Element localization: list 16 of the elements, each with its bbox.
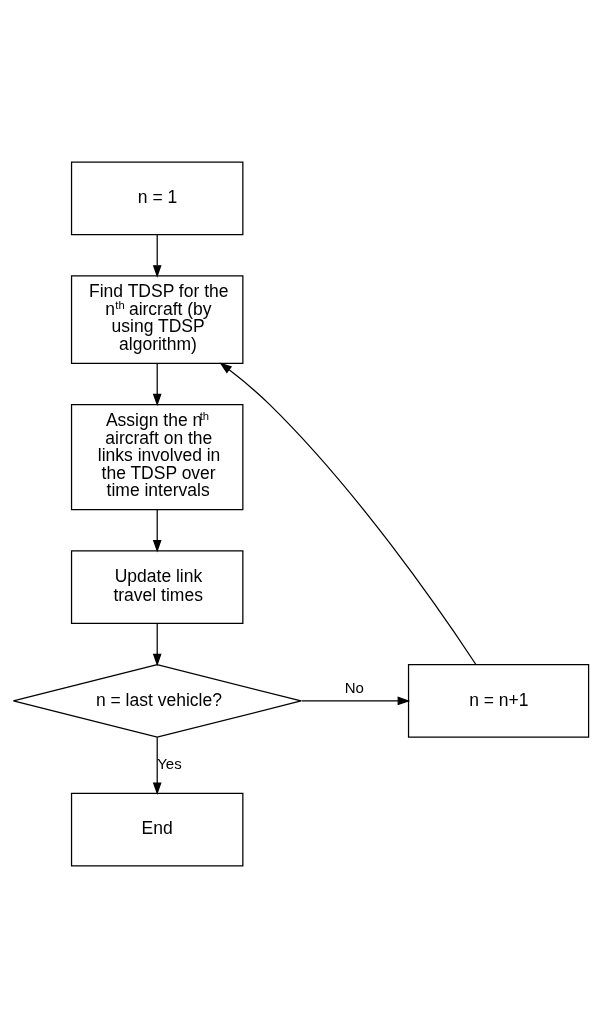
arrow	[152, 362, 162, 407]
node-box: Assign the n$^{th}$ aircraft on the links involved in the TDSP over time intervals	[70, 403, 244, 511]
edge-label: Yes	[157, 755, 182, 773]
node-box: n = n+1	[407, 664, 590, 738]
node-box: Find TDSP for the n$^{th}$ aircraft (by using TDSP algorithm)	[70, 275, 244, 364]
edge-label: No	[344, 678, 364, 696]
node-diamond: n = last vehicle?	[12, 664, 302, 738]
arrow	[152, 234, 162, 278]
arrow	[300, 696, 411, 706]
arrow	[219, 362, 477, 666]
arrow	[152, 736, 162, 795]
arrow	[152, 509, 162, 553]
node-box: n = 1	[70, 161, 244, 236]
node-box: End	[70, 792, 244, 867]
arrow	[152, 623, 162, 667]
node-box: Update link travel times	[70, 550, 244, 625]
